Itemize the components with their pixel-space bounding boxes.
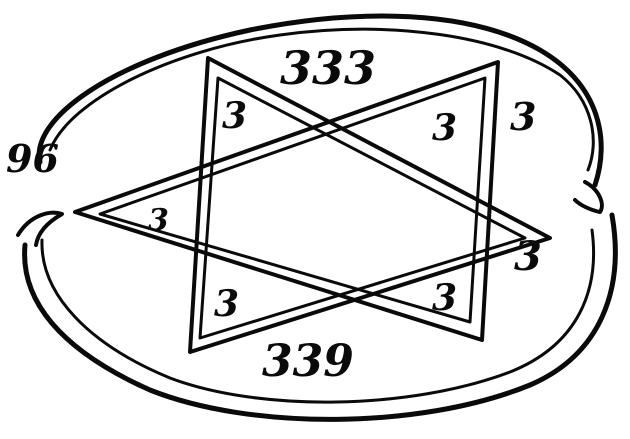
top-left-triangle-label: 3 (222, 95, 247, 137)
left-outer-label: 96 (6, 136, 59, 181)
right-outside-top-label: 3 (510, 94, 536, 139)
bottom-row-label: 339 (262, 336, 354, 387)
right-tip-label: 3 (514, 233, 542, 280)
bottom-left-triangle-label: 3 (214, 283, 239, 325)
left-triangle-label: 3 (148, 203, 169, 238)
top-row-label: 333 (280, 41, 376, 95)
bottom-right-triangle-label: 3 (432, 277, 457, 319)
top-right-triangle-label: 3 (432, 107, 457, 149)
